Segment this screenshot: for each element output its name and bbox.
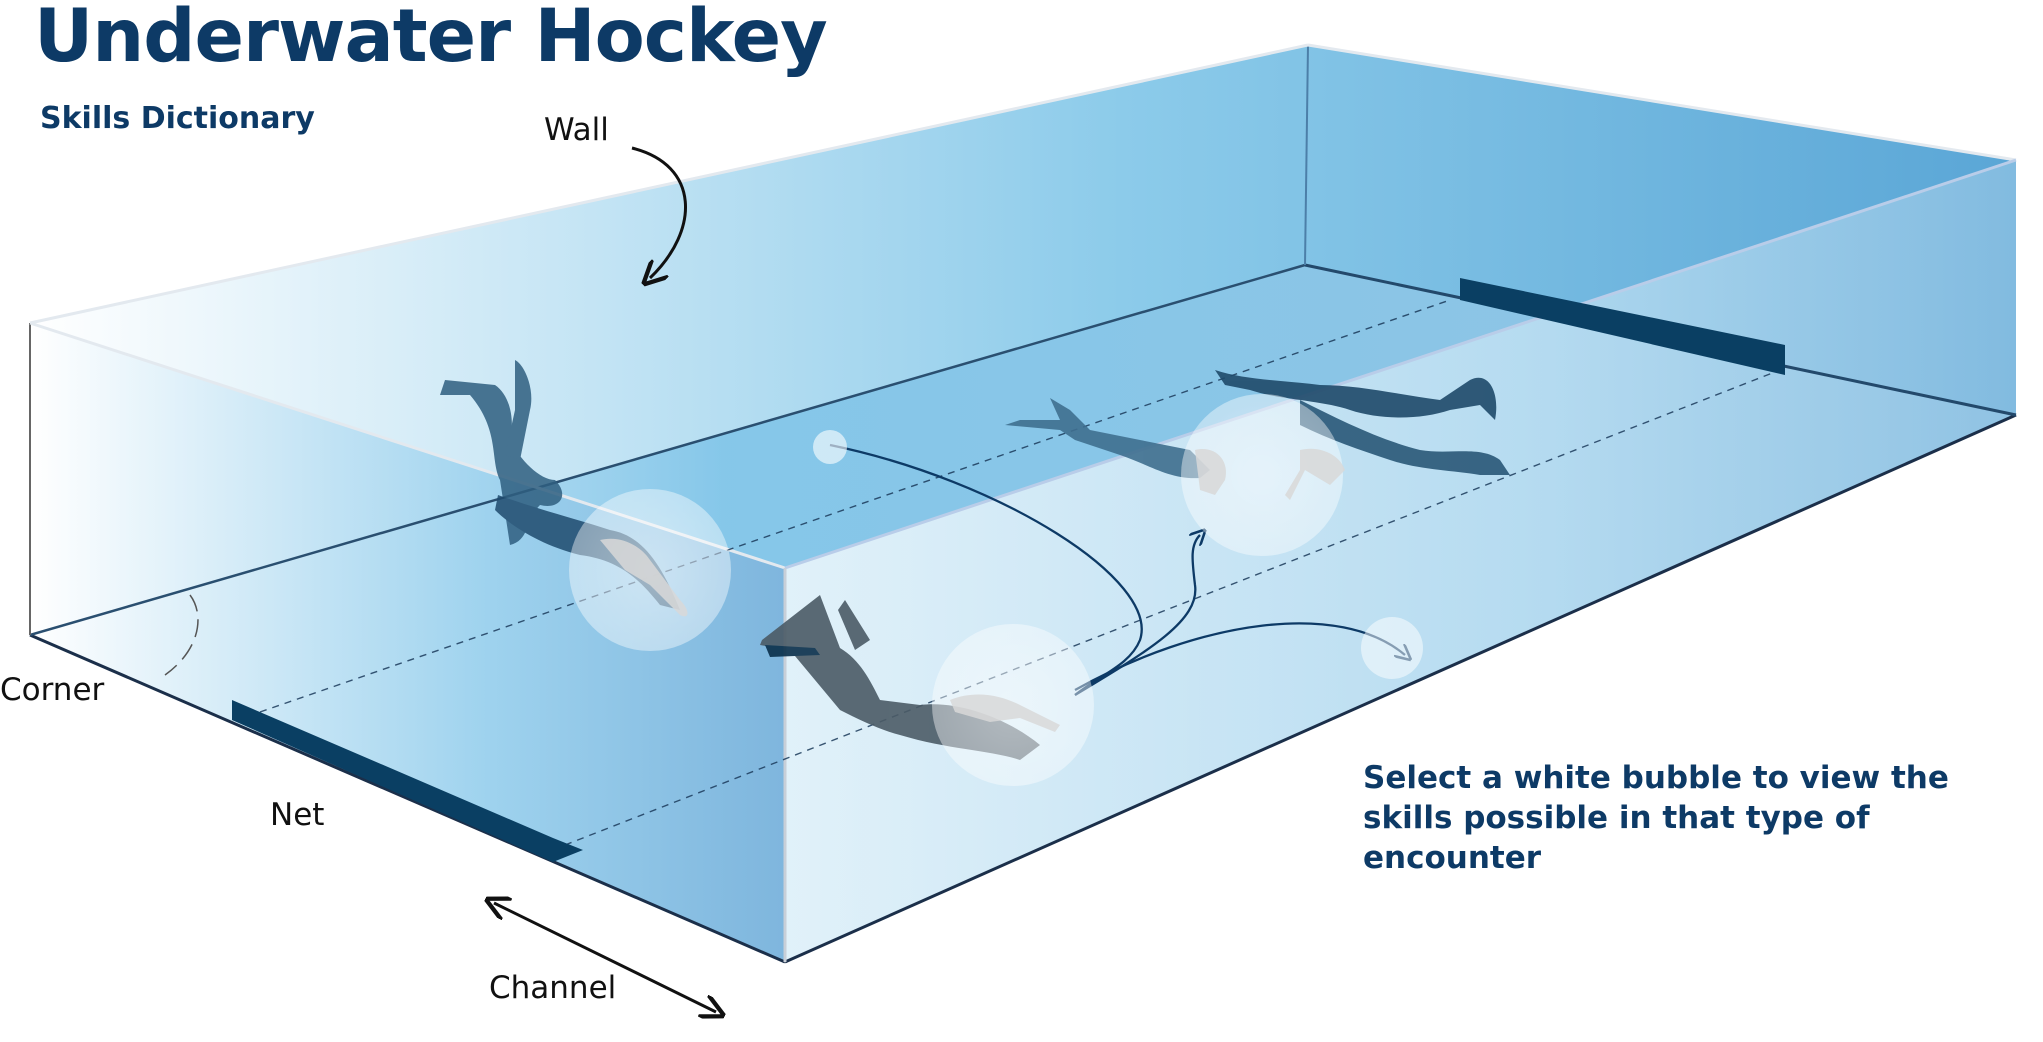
page-title: Underwater Hockey <box>34 0 828 79</box>
instruction-text: Select a white bubble to view the skills… <box>1363 760 1949 876</box>
channel-label: Channel <box>489 970 617 1006</box>
page-subtitle: Skills Dictionary <box>40 101 315 136</box>
near-net <box>232 700 583 862</box>
puck-bubble-small[interactable] <box>813 430 847 464</box>
end-wall <box>30 323 785 962</box>
wall-arrow <box>631 146 688 278</box>
near-wall <box>785 160 2016 962</box>
corner-label: Corner <box>0 672 105 708</box>
pool-edges <box>29 44 2017 964</box>
far-team-silhouettes <box>1005 370 1510 479</box>
bubble-swimmer-figures <box>600 448 1345 732</box>
channel-arrow <box>494 903 716 1012</box>
net-label: Net <box>270 797 325 833</box>
wall-label: Wall <box>544 112 609 148</box>
pass-target-bubble[interactable] <box>1361 617 1423 679</box>
midfield-encounter-bubble[interactable] <box>1181 394 1343 556</box>
far-net <box>1460 278 1785 375</box>
corner-arc <box>164 594 199 676</box>
